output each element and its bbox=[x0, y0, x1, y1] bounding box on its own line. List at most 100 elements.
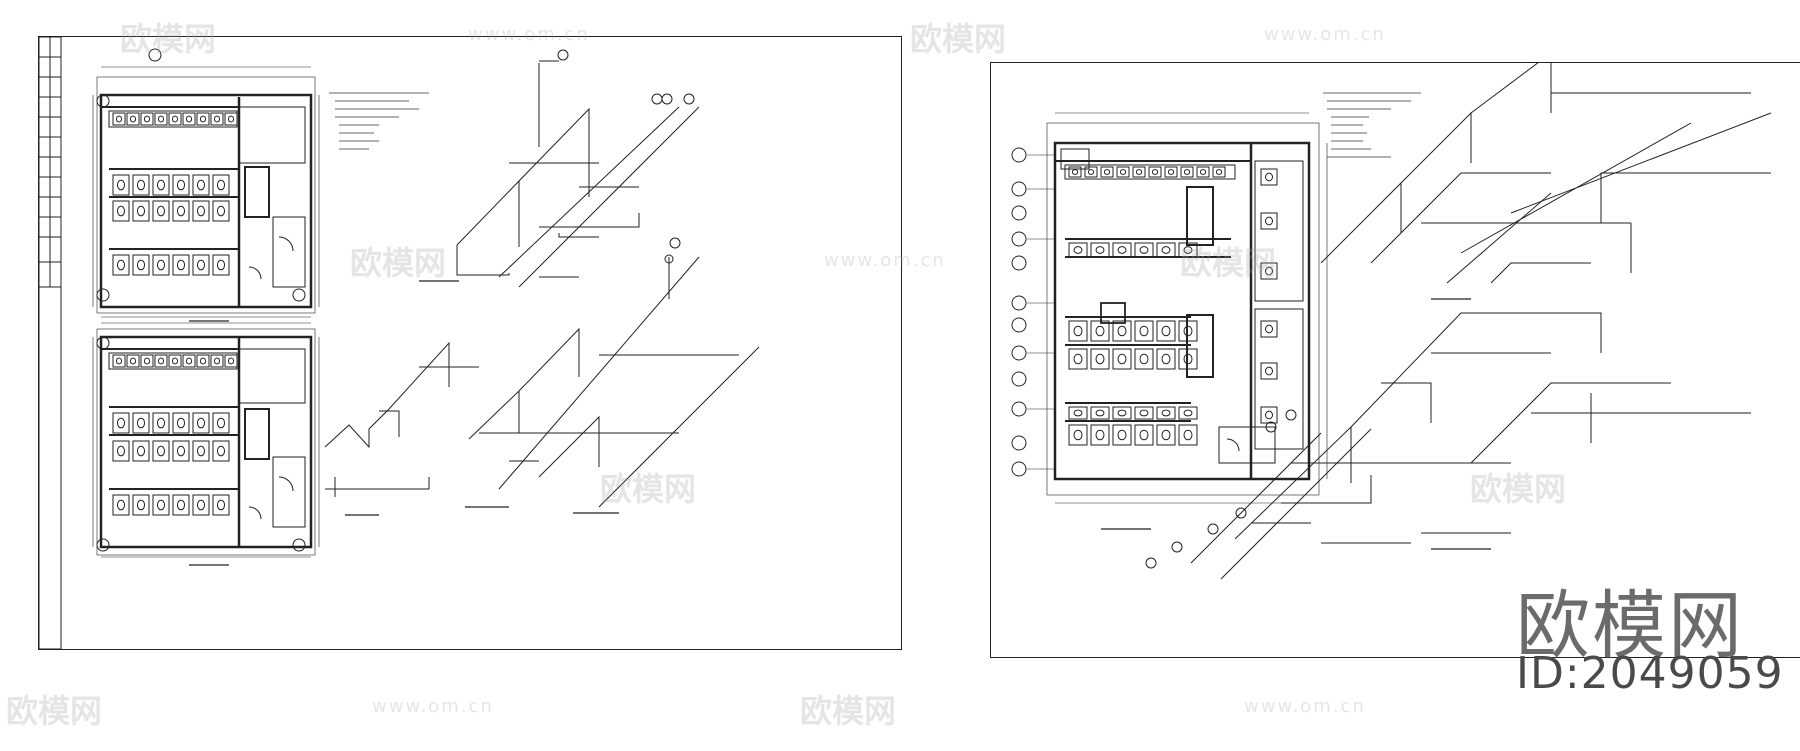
toilet-stall bbox=[182, 354, 196, 368]
toilet-fixture bbox=[1095, 409, 1105, 417]
toilet-fixture bbox=[1264, 366, 1274, 376]
toilet-stall bbox=[1178, 242, 1198, 258]
toilet-fixture bbox=[171, 115, 179, 123]
toilet-stall bbox=[1090, 406, 1110, 420]
toilet-fixture bbox=[1117, 353, 1127, 365]
toilet-stall bbox=[1260, 320, 1278, 338]
toilet-stall bbox=[1116, 166, 1130, 178]
toilet-fixture bbox=[216, 417, 226, 429]
toilet-stall bbox=[1156, 406, 1176, 420]
toilet-stall bbox=[196, 354, 210, 368]
toilet-fixture bbox=[1139, 353, 1149, 365]
toilet-fixture bbox=[176, 417, 186, 429]
toilet-stall bbox=[1178, 406, 1198, 420]
toilet-stall bbox=[212, 254, 230, 276]
toilet-fixture bbox=[116, 417, 126, 429]
toilet-fixture bbox=[1161, 246, 1171, 254]
pipe-isometric-lower-right bbox=[1145, 312, 1751, 580]
toilet-stall bbox=[1112, 320, 1132, 342]
toilet-stall bbox=[212, 200, 230, 222]
toilet-fixture bbox=[176, 179, 186, 191]
toilet-fixture bbox=[116, 205, 126, 217]
toilet-fixture bbox=[116, 445, 126, 457]
toilet-fixture bbox=[156, 417, 166, 429]
watermark-url: www.om.cn bbox=[1264, 24, 1386, 45]
toilet-stall bbox=[192, 494, 210, 516]
toilet-stall bbox=[112, 494, 130, 516]
toilet-stall bbox=[140, 354, 154, 368]
toilet-fixture bbox=[185, 115, 193, 123]
toilet-fixture bbox=[1073, 325, 1083, 337]
toilet-stall bbox=[192, 254, 210, 276]
toilet-fixture bbox=[156, 259, 166, 271]
toilet-stall bbox=[152, 254, 170, 276]
toilet-stall bbox=[1084, 166, 1098, 178]
toilet-fixture bbox=[129, 115, 137, 123]
toilet-fixture bbox=[176, 445, 186, 457]
toilet-stall bbox=[1068, 348, 1088, 370]
toilet-fixture bbox=[216, 499, 226, 511]
toilet-stall bbox=[152, 412, 170, 434]
toilet-fixture bbox=[216, 259, 226, 271]
toilet-fixture bbox=[136, 259, 146, 271]
toilet-fixture bbox=[199, 115, 207, 123]
toilet-fixture bbox=[1139, 429, 1149, 441]
toilet-fixture bbox=[1139, 325, 1149, 337]
toilet-fixture bbox=[156, 499, 166, 511]
toilet-stall bbox=[132, 254, 150, 276]
toilet-fixture bbox=[196, 205, 206, 217]
toilet-stall bbox=[112, 354, 126, 368]
toilet-stall bbox=[182, 112, 196, 126]
toilet-stall bbox=[1212, 166, 1226, 178]
toilet-fixture bbox=[199, 357, 207, 365]
toilet-fixture bbox=[1087, 169, 1095, 175]
toilet-stall bbox=[132, 440, 150, 462]
toilet-fixture bbox=[216, 205, 226, 217]
toilet-stall bbox=[112, 200, 130, 222]
toilet-fixture bbox=[136, 179, 146, 191]
toilet-stall bbox=[1260, 262, 1278, 280]
toilet-fixture bbox=[115, 357, 123, 365]
toilet-stall bbox=[1068, 242, 1088, 258]
toilet-fixture bbox=[1103, 169, 1111, 175]
toilet-fixture bbox=[176, 259, 186, 271]
toilet-fixture bbox=[116, 259, 126, 271]
toilet-fixture bbox=[1264, 410, 1274, 420]
toilet-stall bbox=[192, 412, 210, 434]
toilet-fixture bbox=[156, 445, 166, 457]
toilet-fixture bbox=[1117, 409, 1127, 417]
notes-block bbox=[329, 92, 429, 150]
toilet-stall bbox=[132, 174, 150, 196]
toilet-stall bbox=[1196, 166, 1210, 178]
toilet-stall bbox=[1090, 242, 1110, 258]
toilet-stall bbox=[212, 174, 230, 196]
toilet-fixture bbox=[157, 115, 165, 123]
toilet-stall bbox=[152, 200, 170, 222]
watermark-logo: 欧模网 bbox=[6, 692, 103, 730]
toilet-stall bbox=[192, 440, 210, 462]
toilet-stall bbox=[1090, 424, 1110, 446]
pipe-isometric-lower bbox=[324, 237, 760, 516]
toilet-fixture bbox=[196, 417, 206, 429]
toilet-stall bbox=[1178, 320, 1198, 342]
toilet-fixture bbox=[1161, 353, 1171, 365]
toilet-stall bbox=[1156, 320, 1176, 342]
toilet-stall bbox=[1112, 242, 1132, 258]
toilet-stall bbox=[1068, 424, 1088, 446]
toilet-fixture bbox=[213, 357, 221, 365]
toilet-fixture bbox=[136, 499, 146, 511]
toilet-fixture bbox=[115, 115, 123, 123]
left-sheet-svg bbox=[39, 37, 760, 649]
toilet-fixture bbox=[1183, 429, 1193, 441]
pipe-isometric-upper bbox=[419, 49, 700, 288]
toilet-stall bbox=[1156, 348, 1176, 370]
toilet-fixture bbox=[1117, 325, 1127, 337]
toilet-stall bbox=[172, 174, 190, 196]
toilet-stall bbox=[1148, 166, 1162, 178]
toilet-fixture bbox=[129, 357, 137, 365]
toilet-fixture bbox=[1073, 246, 1083, 254]
toilet-fixture bbox=[216, 179, 226, 191]
site-logo-stamp: 欧模网 bbox=[1516, 583, 1744, 669]
toilet-fixture bbox=[136, 417, 146, 429]
notes-block-right bbox=[1323, 92, 1421, 158]
